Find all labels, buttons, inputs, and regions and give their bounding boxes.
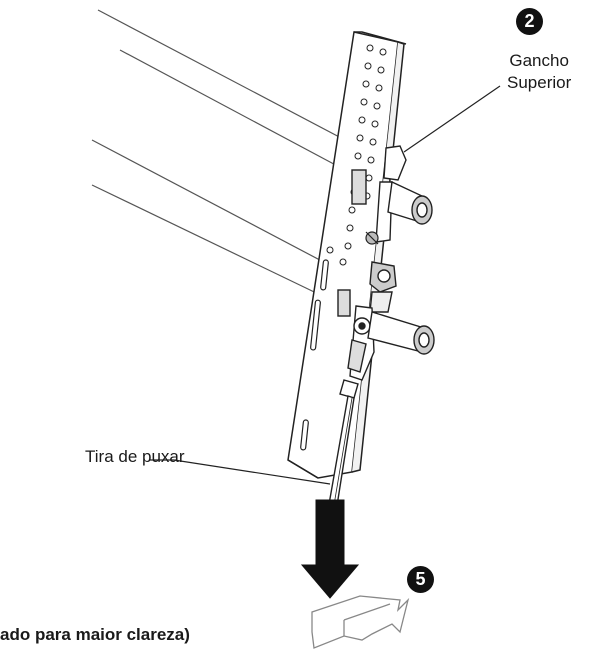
figure-caption: ado para maior clareza) (0, 625, 190, 644)
pull-strap-label: Tira de puxar (85, 447, 185, 466)
upper-hook-label-line2: Superior (507, 73, 572, 92)
bottom-clip (339, 379, 359, 399)
bracket-slots (300, 259, 329, 451)
screw (365, 231, 379, 245)
upper-hook-label-line1: Gancho (509, 51, 569, 70)
pull-down-arrow (300, 499, 360, 599)
lower-hook-assembly (337, 289, 375, 381)
callout-badge-5: 5 (407, 566, 434, 593)
lower-cylinder (367, 311, 435, 355)
callout-badge-2: 2 (516, 8, 543, 35)
upper-hook-assembly (351, 145, 407, 243)
upper-cylinder (387, 180, 433, 225)
upper-hook-leader-line (403, 85, 501, 153)
upper-hook-label: Gancho Superior (507, 50, 571, 94)
wall-rails (91, 9, 346, 303)
bracket-holes (326, 44, 387, 266)
step-five-direction-arrow (311, 595, 410, 649)
middle-knob (369, 261, 397, 313)
pull-strap-leader-line (150, 459, 331, 485)
